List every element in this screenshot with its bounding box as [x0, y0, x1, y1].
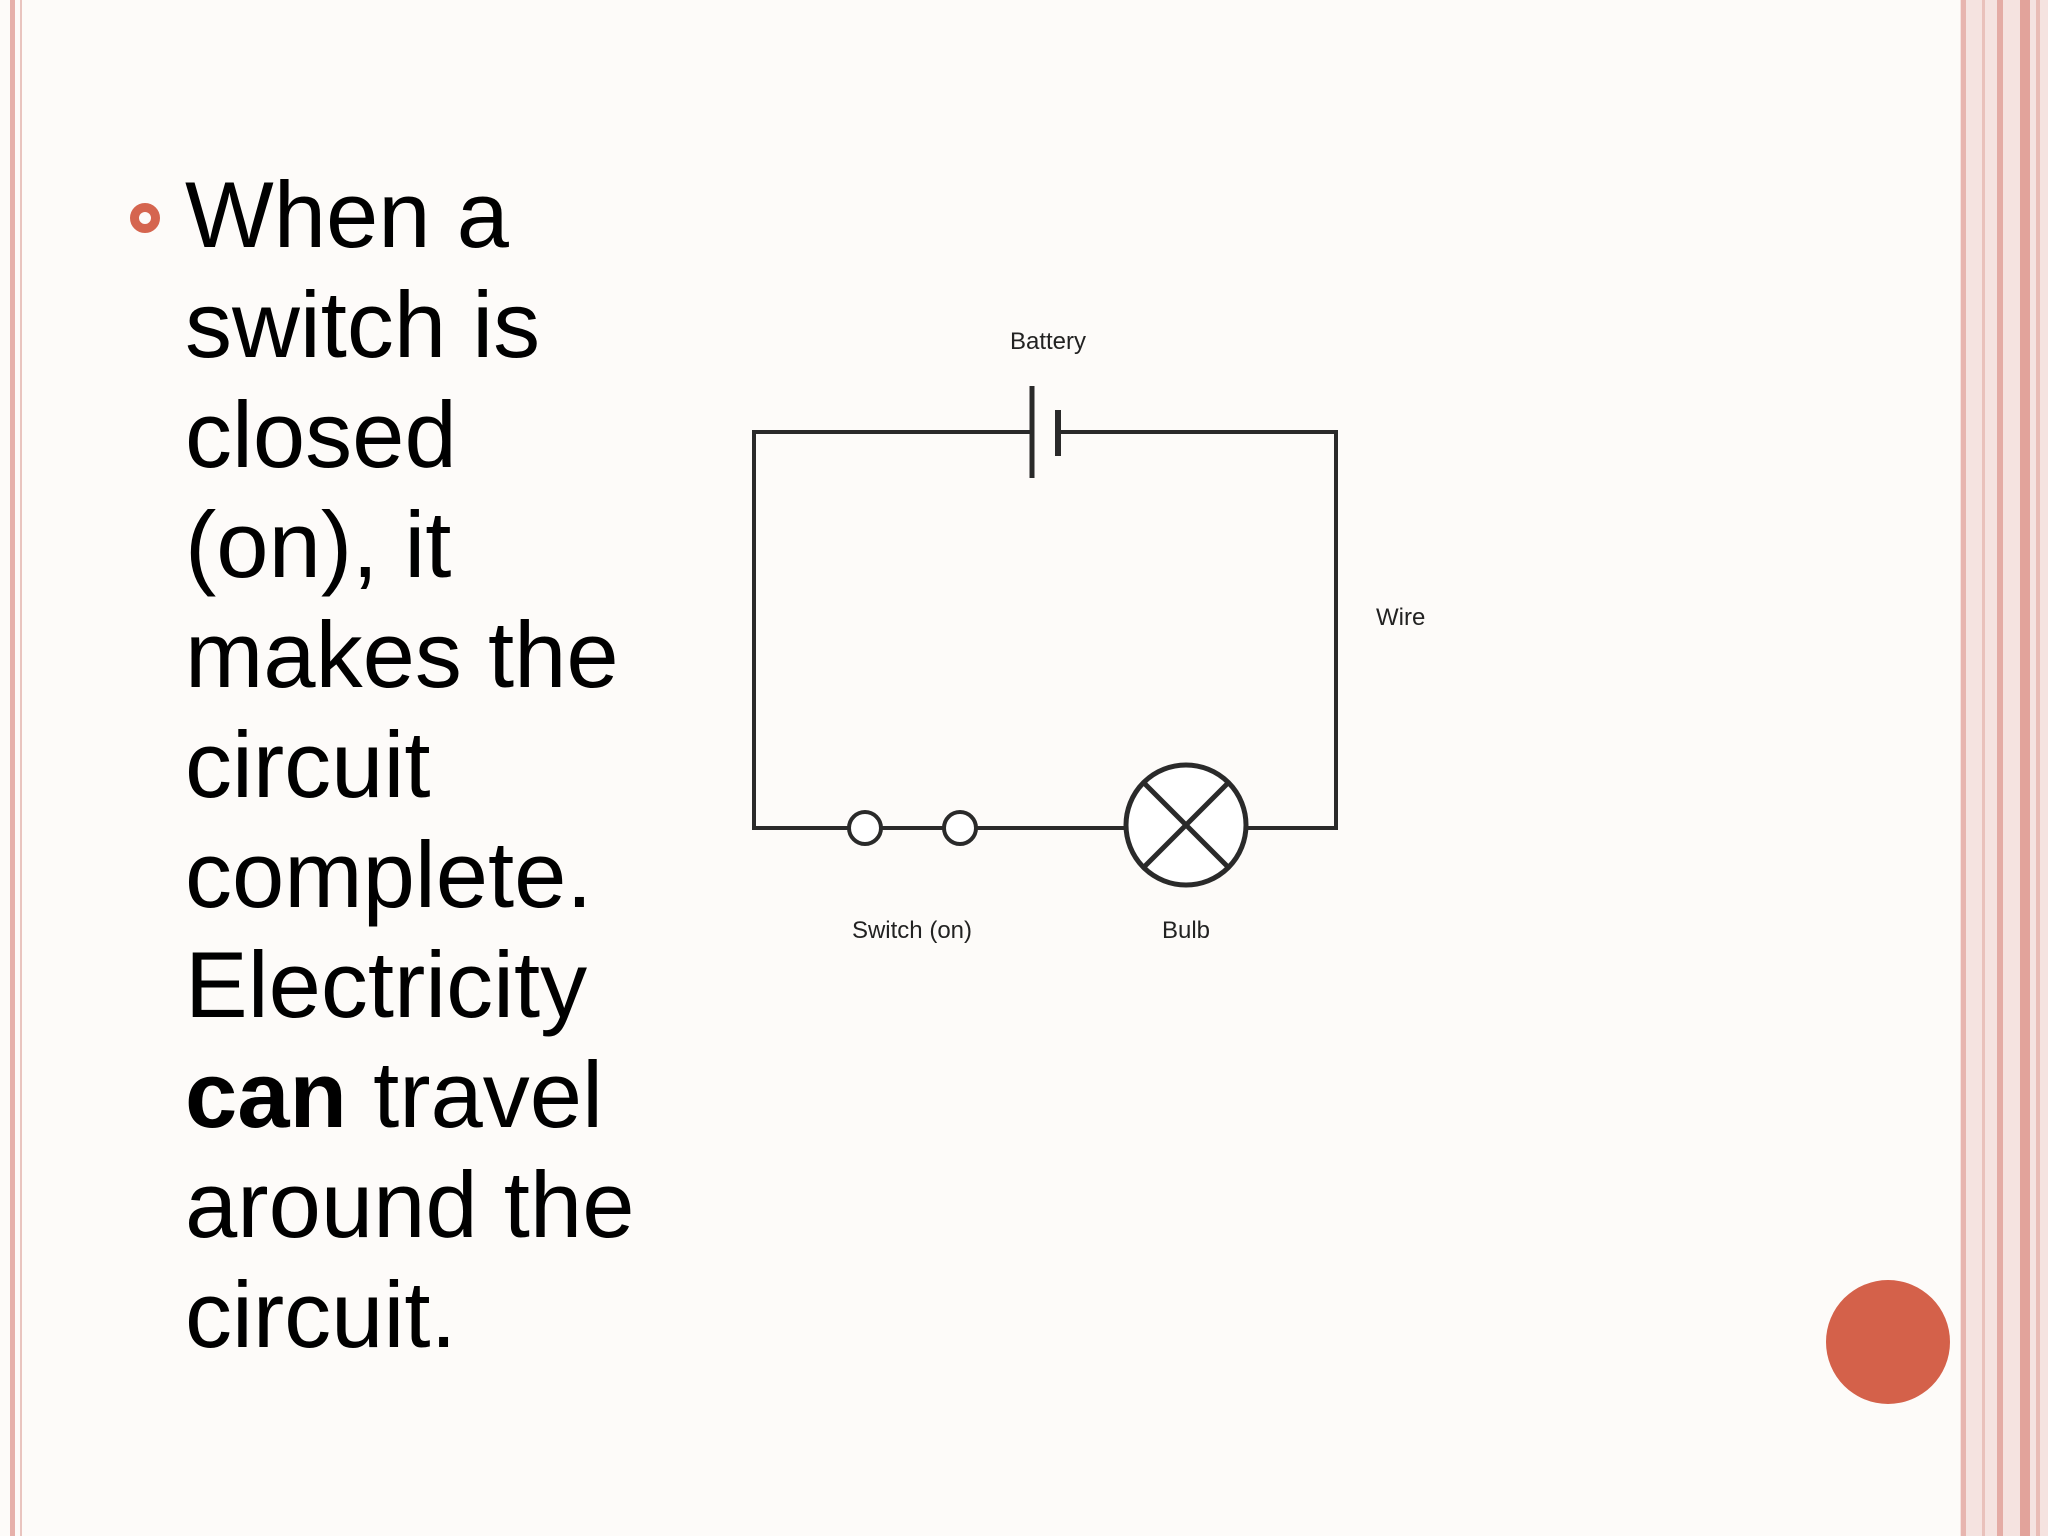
right-border-line [1961, 0, 1966, 1536]
bullet-text: When a switch is closed (on), it makes t… [185, 160, 745, 1370]
bullet-text-line: circuit [185, 712, 431, 817]
bullet-text-line: circuit. [185, 1262, 457, 1367]
switch-label: Switch (on) [852, 917, 972, 944]
bulb-label: Bulb [1162, 917, 1210, 944]
bullet-text-line: makes the [185, 602, 619, 707]
bullet-text-line: complete. [185, 822, 593, 927]
emphasis-trailing-text: travel [346, 1042, 603, 1147]
right-border-line [2020, 0, 2030, 1536]
hollow-circle-bullet-icon [130, 203, 160, 233]
bullet-text-line: When a [185, 162, 509, 267]
battery-symbol-icon [1029, 386, 1061, 478]
bullet-text-line-emphasis: can travel [185, 1040, 745, 1150]
right-border-line [2036, 0, 2040, 1536]
bullet-text-line: around the [185, 1152, 635, 1257]
switch-terminals-icon [847, 810, 978, 846]
wire-label: Wire [1376, 604, 1425, 631]
filled-circle-decoration-icon [1826, 1280, 1950, 1404]
right-border-line [1982, 0, 1985, 1536]
right-border-band [1960, 0, 2048, 1536]
bullet-text-line: (on), it [185, 492, 452, 597]
battery-label: Battery [1010, 328, 1086, 355]
right-border-line [1997, 0, 2003, 1536]
bullet-text-line: switch is [185, 272, 541, 377]
left-border-line-thin [20, 0, 22, 1536]
emphasis-word: can [185, 1042, 347, 1147]
bulb-cross-icon [1123, 762, 1249, 888]
bullet-text-line: closed [185, 382, 457, 487]
bullet-text-line: Electricity [185, 932, 588, 1037]
left-border-line [10, 0, 15, 1536]
